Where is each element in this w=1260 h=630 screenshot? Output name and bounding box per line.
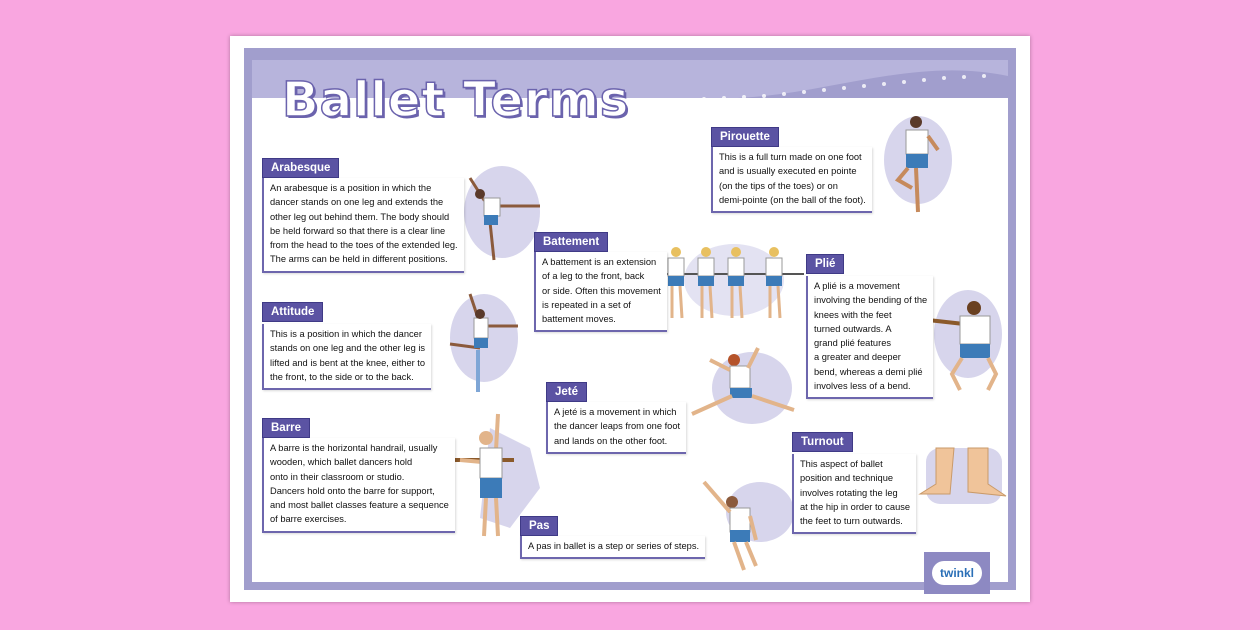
term-label: Attitude [262,302,324,322]
poster: Ballet Terms Arabesque An arabesque is a… [230,36,1030,602]
poster-frame: Ballet Terms Arabesque An arabesque is a… [244,48,1016,594]
plie-dancer-illustration [927,290,1002,391]
term-label: Barre [262,418,311,438]
term-description: This is a full turn made on one foot and… [711,147,872,214]
twinkl-logo-text: twinkl [932,561,982,585]
term-description: An arabesque is a position in which the … [262,178,464,273]
pirouette-dancer-illustration [884,116,952,213]
term-description: This aspect of ballet position and techn… [792,454,917,535]
term-description: A plié is a movement involving the bendi… [806,276,934,400]
term-label: Plié [806,254,845,274]
term-label: Battement [534,232,609,252]
term-description: A barre is the horizontal handrail, usua… [262,438,455,533]
battement-dancers-illustration [664,244,804,320]
term-description: A jeté is a movement in which the dancer… [546,402,687,454]
term-label: Arabesque [262,158,340,178]
term-label: Pirouette [711,127,779,147]
page-title: Ballet Terms [281,71,630,129]
barre-dancer-illustration [442,413,540,537]
term-label: Turnout [792,432,853,452]
pas-dancer-illustration [702,480,794,571]
term-label: Jeté [546,382,588,402]
turnout-feet-illustration [918,447,1007,504]
attitude-dancer-illustration [449,293,518,392]
term-description: A pas in ballet is a step or series of s… [520,536,706,560]
term-description: This is a position in which the dancer s… [262,324,432,391]
term-description: A battement is an extension of a leg to … [534,252,667,333]
jete-dancer-illustration [691,347,795,424]
twinkl-logo: twinkl [924,552,990,594]
term-label: Pas [520,516,559,536]
arabesque-dancer-illustration [464,166,540,261]
